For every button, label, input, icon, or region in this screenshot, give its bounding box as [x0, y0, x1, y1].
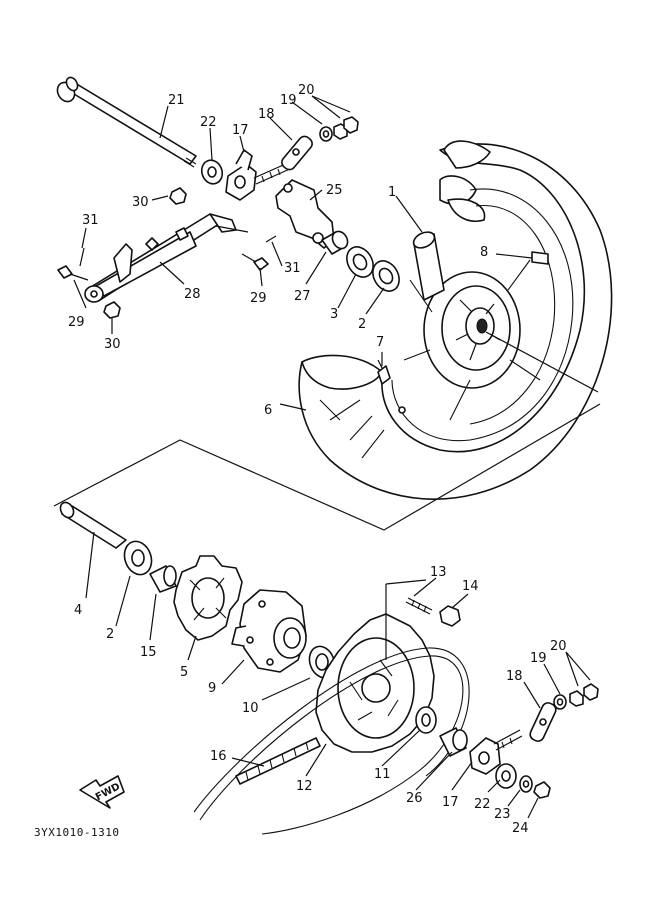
callout-31: 31 [82, 213, 99, 228]
callout-5: 5 [180, 665, 188, 680]
assembly-outline [53, 403, 601, 531]
collar-part [149, 565, 177, 593]
callout-20: 20 [550, 639, 567, 654]
callout-26: 26 [406, 791, 423, 806]
callout-19: 19 [280, 93, 297, 108]
adjuster-plate-part [529, 702, 557, 742]
callout-6: 6 [264, 403, 272, 418]
adjuster-plate-part [281, 135, 313, 171]
callout-24: 24 [512, 821, 529, 836]
nut-part [533, 781, 551, 799]
bearing-part [346, 246, 374, 278]
callout-28: 28 [184, 287, 201, 302]
callout-18: 18 [258, 107, 275, 122]
callout-27: 27 [294, 289, 311, 304]
callout-17: 17 [442, 795, 459, 810]
callout-31: 31 [284, 261, 301, 276]
hub-damper-part [173, 555, 243, 641]
chain-puller-part [469, 729, 523, 775]
callout-11: 11 [374, 767, 391, 782]
stud-bolt-part [405, 597, 433, 615]
diagram-code: 3YX1010-1310 [34, 826, 119, 839]
callout-22: 22 [474, 797, 491, 812]
swingarm-part [84, 213, 237, 303]
callout-3: 3 [330, 307, 338, 322]
callout-19: 19 [530, 651, 547, 666]
callout-30: 30 [132, 195, 149, 210]
callout-15: 15 [140, 645, 157, 660]
callout-22: 22 [200, 115, 217, 130]
bearing-part [372, 260, 400, 292]
callout-4: 4 [74, 603, 82, 618]
callout-2: 2 [106, 627, 114, 642]
callout-20: 20 [298, 83, 315, 98]
washer-part [519, 775, 533, 793]
sprocket-hub-part [231, 589, 307, 673]
collar-part [321, 230, 349, 255]
forward-arrow-icon [79, 775, 125, 809]
nut-part [169, 187, 187, 205]
callout-7: 7 [376, 335, 384, 350]
collar-part [439, 727, 468, 757]
callout-29: 29 [250, 291, 267, 306]
chain-puller-part [225, 149, 293, 201]
callout-2: 2 [358, 317, 366, 332]
washer-part [495, 763, 517, 789]
callout-14: 14 [462, 579, 479, 594]
sprocket-part [315, 613, 435, 753]
nut-washer-part [553, 683, 599, 710]
nut-part [103, 301, 121, 319]
leader-lines-upper [73, 95, 533, 411]
callout-17: 17 [232, 123, 249, 138]
callout-13: 13 [430, 565, 447, 580]
leader-lines-lower [85, 531, 591, 819]
collar-part [415, 706, 437, 734]
callout-18: 18 [506, 669, 523, 684]
nut-washer-part [319, 116, 359, 142]
rear-wheel-assembly [298, 140, 613, 500]
bearing-part [123, 540, 153, 576]
callout-21: 21 [168, 93, 185, 108]
cotter-pin-part [79, 235, 277, 267]
axle-part [56, 76, 197, 168]
bolt-part [241, 253, 269, 271]
bolt-part [57, 265, 89, 281]
callout-25: 25 [326, 183, 343, 198]
callout-16: 16 [210, 749, 227, 764]
callout-30: 30 [104, 337, 121, 352]
callout-1: 1 [388, 185, 396, 200]
nut-part [439, 605, 461, 627]
callout-8: 8 [480, 245, 488, 260]
callout-12: 12 [296, 779, 313, 794]
callout-29: 29 [68, 315, 85, 330]
callout-9: 9 [208, 681, 216, 696]
callout-23: 23 [494, 807, 511, 822]
spacer-tube-part [59, 501, 127, 549]
callout-10: 10 [242, 701, 259, 716]
drive-chain-part [193, 647, 470, 835]
washer-part [200, 159, 224, 185]
